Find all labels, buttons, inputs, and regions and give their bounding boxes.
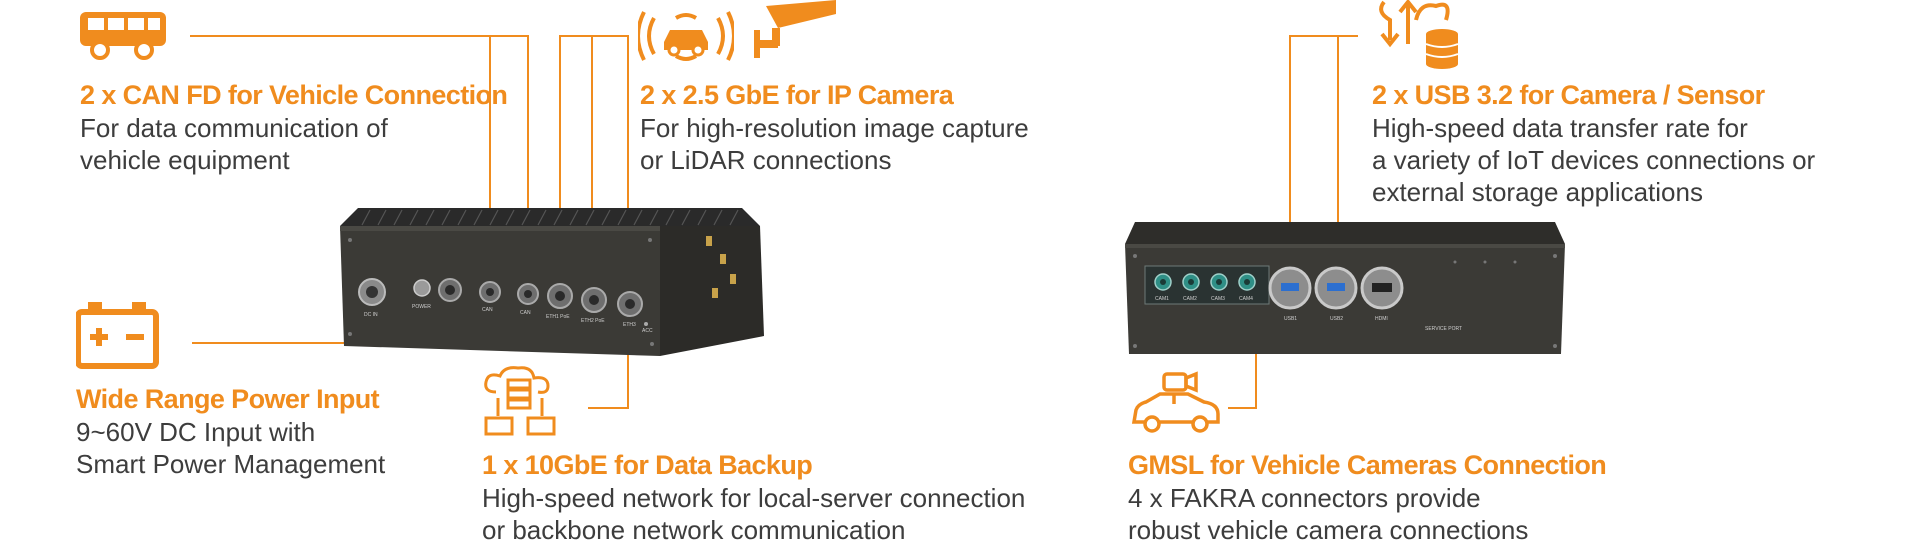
port-label: HDMI bbox=[1375, 316, 1388, 322]
port-label: ACC bbox=[642, 328, 653, 334]
feature-title: 2 x CAN FD for Vehicle Connection bbox=[80, 80, 508, 110]
feature-desc-line: external storage applications bbox=[1372, 177, 1703, 207]
feature-title: 2 x USB 3.2 for Camera / Sensor bbox=[1372, 80, 1765, 110]
feature-desc-line: or LiDAR connections bbox=[640, 145, 892, 175]
feature-desc-line: Smart Power Management bbox=[76, 449, 386, 479]
port-label: ETH1 PoE bbox=[546, 314, 570, 320]
power-button bbox=[413, 279, 431, 297]
feature-desc-line: For high-resolution image capture bbox=[640, 113, 1029, 143]
feature-title: GMSL for Vehicle Cameras Connection bbox=[1128, 450, 1607, 480]
port-label: POWER bbox=[412, 304, 431, 310]
feature-desc-line: 9~60V DC Input with bbox=[76, 417, 316, 447]
security-camera-icon bbox=[752, 0, 838, 64]
feature-desc-line: For data communication of bbox=[80, 113, 388, 143]
feature-desc-line: vehicle equipment bbox=[80, 145, 290, 175]
port-label: USB1 bbox=[1284, 316, 1297, 322]
connected-car-icon bbox=[638, 8, 734, 66]
feature-gbe-camera: 2 x 2.5 GbE for IP Camera For high-resol… bbox=[640, 78, 1029, 176]
port-label: CAN bbox=[482, 307, 493, 313]
usb-storage-icon bbox=[1376, 0, 1472, 72]
feature-desc-line: or backbone network communication bbox=[482, 515, 906, 545]
tengbe-callout-line bbox=[588, 330, 629, 409]
port-label: ETH3 bbox=[623, 322, 636, 328]
port-label: CAN bbox=[520, 310, 531, 316]
port-label: CAM1 bbox=[1155, 296, 1169, 302]
power-callout-line bbox=[192, 298, 357, 344]
bus-icon bbox=[78, 8, 170, 62]
port-label: USB2 bbox=[1330, 316, 1343, 322]
can-callout-line-2 bbox=[490, 35, 529, 288]
feature-10gbe: 1 x 10GbE for Data Backup High-speed net… bbox=[482, 448, 1025, 546]
usb-callout-line-1 bbox=[1289, 35, 1358, 288]
port-label: SERVICE PORT bbox=[1425, 326, 1462, 332]
feature-gmsl: GMSL for Vehicle Cameras Connection 4 x … bbox=[1128, 448, 1607, 546]
feature-desc-line: a variety of IoT devices connections or bbox=[1372, 145, 1816, 175]
feature-can-fd: 2 x CAN FD for Vehicle Connection For da… bbox=[80, 78, 508, 176]
feature-power: Wide Range Power Input 9~60V DC Input wi… bbox=[76, 382, 385, 480]
device-front-io-right: CAM1 CAM2 CAM3 CAM4 USB1 USB2 HDMI SERVI… bbox=[1125, 222, 1565, 362]
cloud-server-icon bbox=[482, 366, 558, 438]
port-label: CAM2 bbox=[1183, 296, 1197, 302]
feature-usb: 2 x USB 3.2 for Camera / Sensor High-spe… bbox=[1372, 78, 1815, 208]
gbe-callout-line-1 bbox=[559, 35, 593, 288]
gbe-callout-line-2 bbox=[592, 35, 629, 288]
feature-desc-line: robust vehicle camera connections bbox=[1128, 515, 1529, 545]
feature-desc-line: High-speed network for local-server conn… bbox=[482, 483, 1026, 513]
feature-title: Wide Range Power Input bbox=[76, 384, 380, 414]
feature-desc-line: 4 x FAKRA connectors provide bbox=[1128, 483, 1481, 513]
car-camera-icon bbox=[1130, 370, 1222, 440]
device-front-io-left: DC IN POWER CAN CAN ETH1 PoE ETH2 PoE ET… bbox=[340, 196, 770, 366]
battery-icon bbox=[76, 300, 160, 370]
port-label: ETH2 PoE bbox=[581, 318, 605, 324]
port-label: CAM3 bbox=[1211, 296, 1225, 302]
feature-title: 1 x 10GbE for Data Backup bbox=[482, 450, 813, 480]
port-label: CAM4 bbox=[1239, 296, 1253, 302]
feature-title: 2 x 2.5 GbE for IP Camera bbox=[640, 80, 954, 110]
feature-desc-line: High-speed data transfer rate for bbox=[1372, 113, 1748, 143]
port-label: DC IN bbox=[364, 312, 378, 318]
